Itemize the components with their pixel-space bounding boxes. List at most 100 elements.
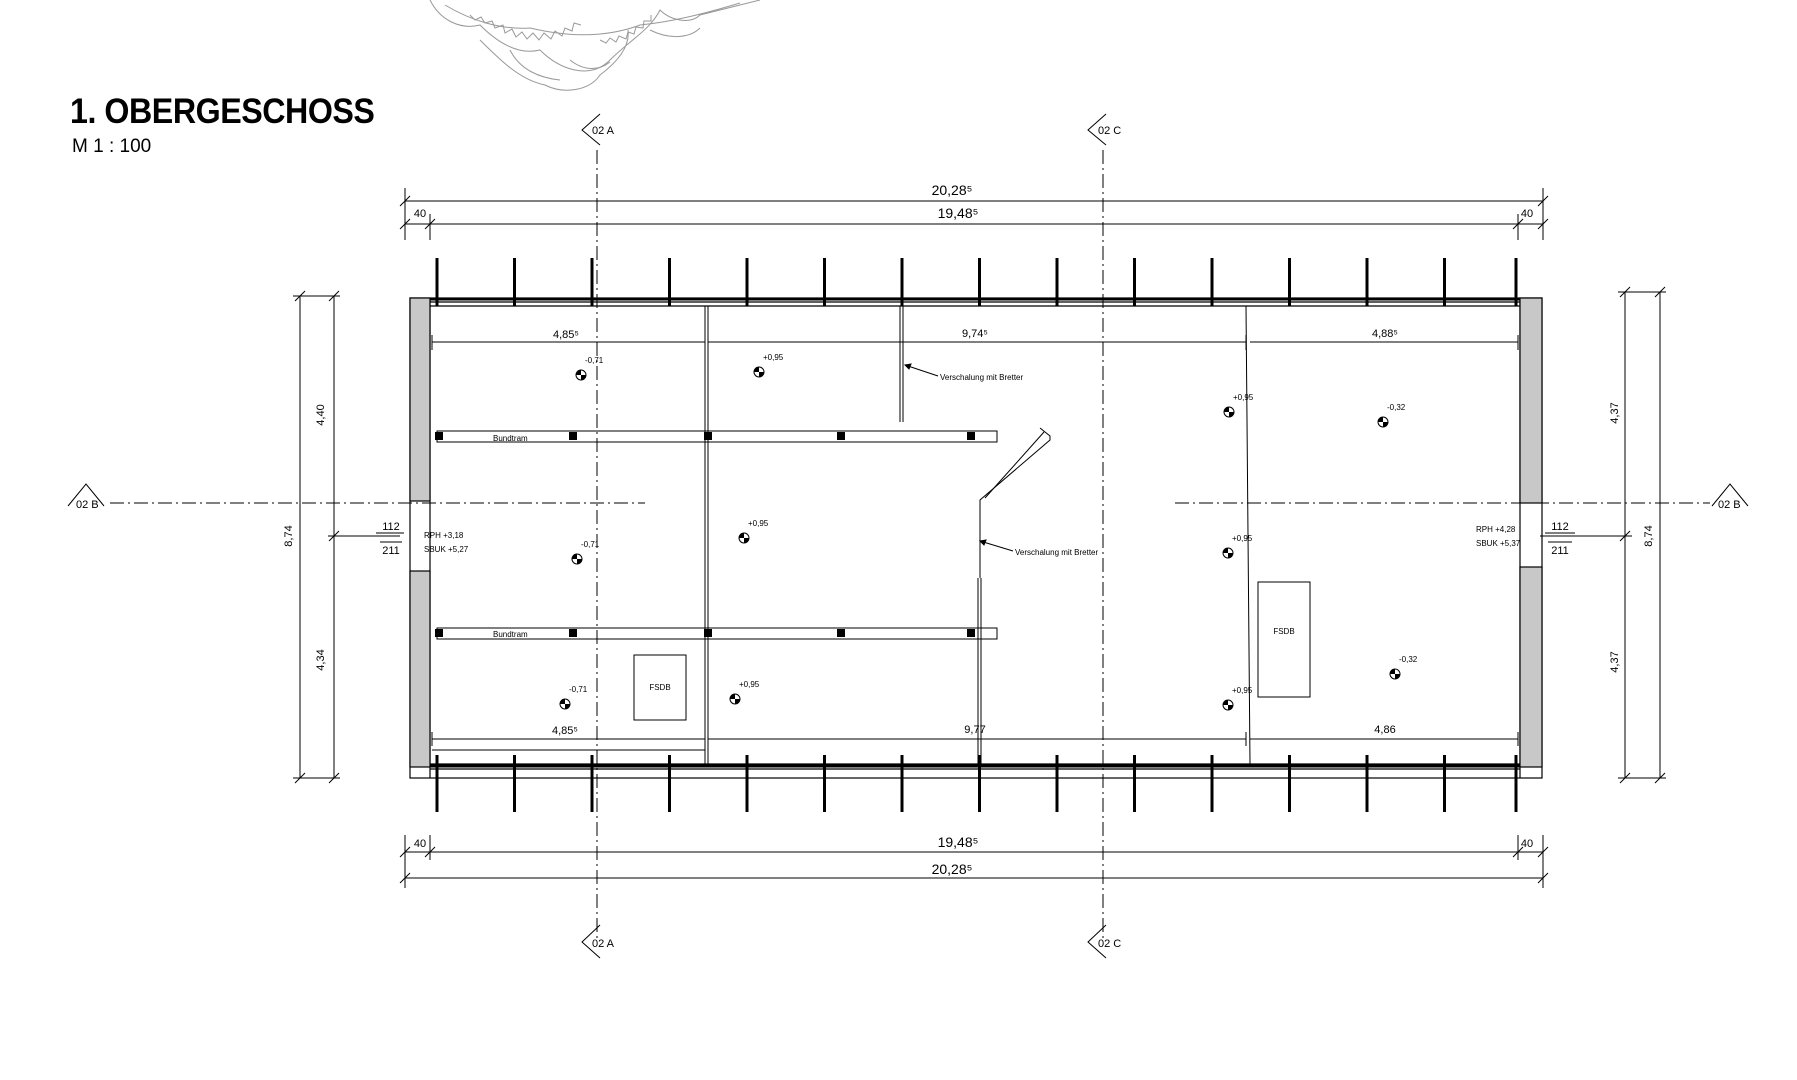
top-dimension-chain [399,188,1549,240]
level-value-1: +0,95 [763,353,784,362]
rafters-bottom [435,755,1518,812]
level-marker-1: +0,95 [753,353,784,378]
fsd-label-right: FSDB [1273,627,1294,636]
beam-post-7 [704,629,712,637]
section-b-left-label: 02 B [76,499,99,511]
sbuk-right: SBUK +5,37 [1476,539,1521,548]
level-marker-4: -0,71 [571,540,600,565]
dim-overall-bottom: 20,28⁵ [932,861,973,877]
level-marker-3: -0,32 [1377,403,1406,428]
scale-label: M 1 : 100 [72,136,152,157]
dim-overall-top: 20,28⁵ [932,182,973,198]
dim-left-lower: 4,34 [315,649,327,670]
level-value-5: +0,95 [748,519,769,528]
fsd-label-left: FSDB [649,683,670,692]
beam-post-1 [569,432,577,440]
level-marker-8: +0,95 [729,680,760,705]
section-marker-a-top [581,113,601,146]
section-marker-c-top [1087,113,1107,146]
dim-corridor-top: 9,74⁵ [962,328,988,340]
beam-post-6 [569,629,577,637]
level-marker-2: +0,95 [1223,393,1254,418]
right-opening-width: 112 [1551,521,1569,533]
level-value-3: -0,32 [1387,403,1406,412]
section-c-top-label: 02 C [1098,125,1121,137]
level-value-8: +0,95 [739,680,760,689]
level-marker-6: +0,95 [1222,534,1253,559]
rph-left: RPH +3,18 [424,531,464,540]
beam-post-0 [435,432,443,440]
level-value-6: +0,95 [1232,534,1253,543]
beam-post-5 [435,629,443,637]
dim-left-upper: 4,40 [315,404,327,425]
dim-room-sw: 4,85⁵ [552,725,578,737]
dim-edge-bottom-left: 40 [414,838,426,850]
sbuk-left: SBUK +5,27 [424,545,469,554]
cladding-leaders [903,363,1014,552]
dim-room-ne: 4,88⁵ [1372,328,1398,340]
bundtram-beams [436,430,998,640]
bottom-dimension-chain [399,835,1549,888]
left-dimension-chain [293,290,400,784]
right-opening-dim [1545,532,1575,543]
beam-post-3 [837,432,845,440]
beam-posts [435,432,975,637]
level-value-0: -0,71 [585,356,604,365]
beam-post-8 [837,629,845,637]
interior-dims [431,335,1519,751]
section-c-bottom-label: 02 C [1098,938,1121,950]
beam-label-lower: Bundtram [493,630,528,639]
left-opening-width: 112 [382,521,400,533]
dim-left-total: 8,74 [283,525,295,546]
section-a-bottom-label: 02 A [592,938,615,950]
dim-edge-bottom-right: 40 [1521,838,1533,850]
dim-room-nw: 4,85⁵ [553,329,579,341]
dim-room-se: 4,86 [1374,724,1395,736]
beam-post-2 [704,432,712,440]
right-dimension-chain [1540,286,1666,784]
level-value-7: -0,71 [569,685,588,694]
fsd-boxes [633,581,1311,721]
left-opening-dim [376,532,404,543]
section-marker-b-left [67,483,105,507]
beam-post-4 [967,432,975,440]
dim-edge-top-right: 40 [1521,208,1533,220]
eave-beams [430,297,1520,768]
beam-label-upper: Bundtram [493,434,528,443]
tree-sketch [429,0,761,91]
page-title: 1. OBERGESCHOSS [70,92,375,131]
level-value-2: +0,95 [1233,393,1254,402]
dim-corridor-bottom: 9,77 [964,724,985,736]
dim-inner-top: 19,48⁵ [938,205,979,221]
dim-right-upper: 4,37 [1609,402,1621,423]
dim-inner-bottom: 19,48⁵ [938,834,979,850]
beam-post-9 [967,629,975,637]
right-opening-height: 211 [1551,545,1569,557]
section-marker-c-bottom [1087,924,1107,959]
level-value-4: -0,71 [581,540,600,549]
interior-partitions [704,305,1251,765]
level-marker-7: -0,71 [559,685,588,710]
gable-walls [409,297,1543,768]
cladding-label-lower: Verschalung mit Bretter [1015,548,1098,557]
rafters-top [435,258,1518,306]
dim-right-lower: 4,37 [1609,651,1621,672]
level-marker-10: -0,32 [1389,655,1418,680]
rph-right: RPH +4,28 [1476,525,1516,534]
dim-right-total: 8,74 [1643,525,1655,546]
dim-edge-top-left: 40 [414,208,426,220]
section-lines [110,150,1710,940]
cladding-label-upper: Verschalung mit Bretter [940,373,1023,382]
level-markers: -0,71 +0,95 +0,95 -0,32 -0,71 +0,95 +0,95 -0,71… [559,353,1418,711]
section-marker-a-bottom [581,924,601,959]
section-marker-b-right [1711,483,1749,507]
left-opening-height: 211 [382,545,400,557]
level-value-9: +0,95 [1232,686,1253,695]
level-value-10: -0,32 [1399,655,1418,664]
section-a-top-label: 02 A [592,125,615,137]
section-b-right-label: 02 B [1718,499,1741,511]
level-marker-5: +0,95 [738,519,769,544]
level-marker-0: -0,71 [575,356,604,381]
level-marker-9: +0,95 [1222,686,1253,711]
